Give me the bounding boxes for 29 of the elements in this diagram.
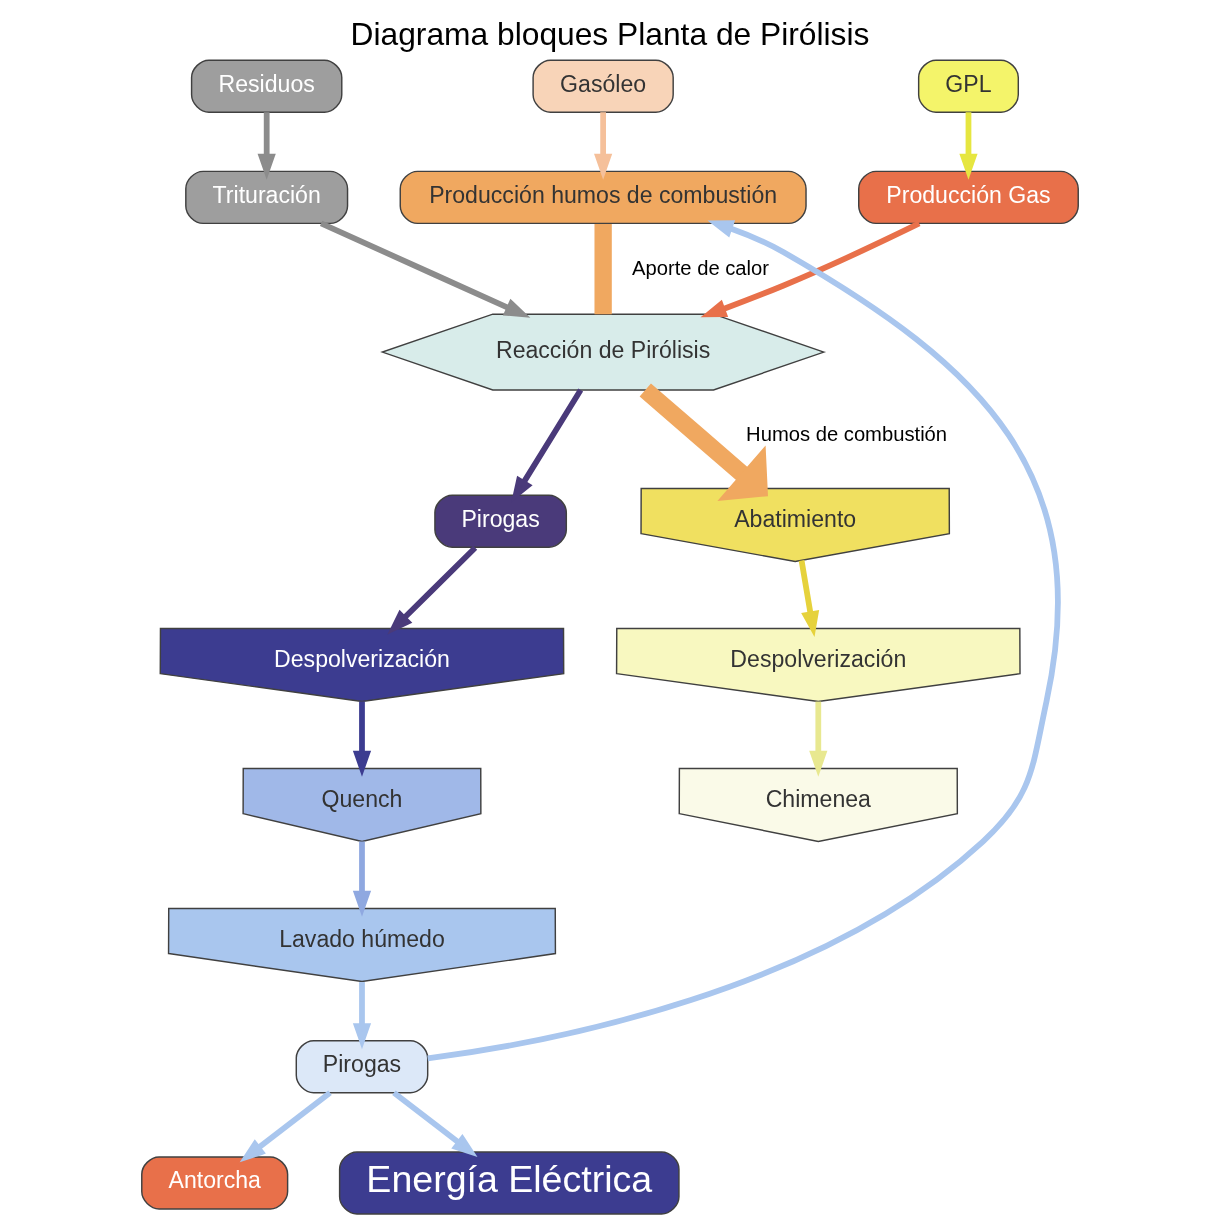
arrow	[352, 701, 371, 777]
node-box: Energía Eléctrica	[338, 1151, 680, 1215]
node-box: Antorcha	[140, 1156, 288, 1210]
arrow	[391, 1090, 477, 1158]
arrow	[798, 559, 819, 638]
arrow	[352, 841, 371, 917]
arrow	[319, 220, 530, 318]
node-box: Trituración	[184, 170, 348, 225]
node-box: Pirogas	[295, 1040, 428, 1094]
arrow	[352, 982, 371, 1050]
node-box: GPL	[917, 59, 1019, 113]
arrow	[639, 383, 768, 502]
arrow	[808, 701, 827, 777]
arrow	[593, 112, 612, 180]
node-box: Gasóleo	[531, 59, 674, 113]
edge-label: Aporte de calor	[631, 256, 769, 279]
node-box: Residuos	[190, 59, 342, 113]
arrow	[386, 545, 477, 635]
arrow	[700, 220, 920, 318]
arrow	[426, 220, 1061, 1062]
edge-label: Humos de combustión	[745, 423, 947, 446]
arrow	[958, 112, 978, 180]
node-box: Producción Gas	[857, 170, 1079, 225]
diagram-title: Diagrama bloques Planta de Pirólisis	[350, 16, 869, 53]
node-box: Pirogas	[433, 494, 567, 548]
arrow	[239, 1090, 332, 1163]
node-box: Producción humos de combustión	[399, 170, 807, 225]
connector	[593, 223, 612, 315]
arrow	[257, 112, 276, 180]
